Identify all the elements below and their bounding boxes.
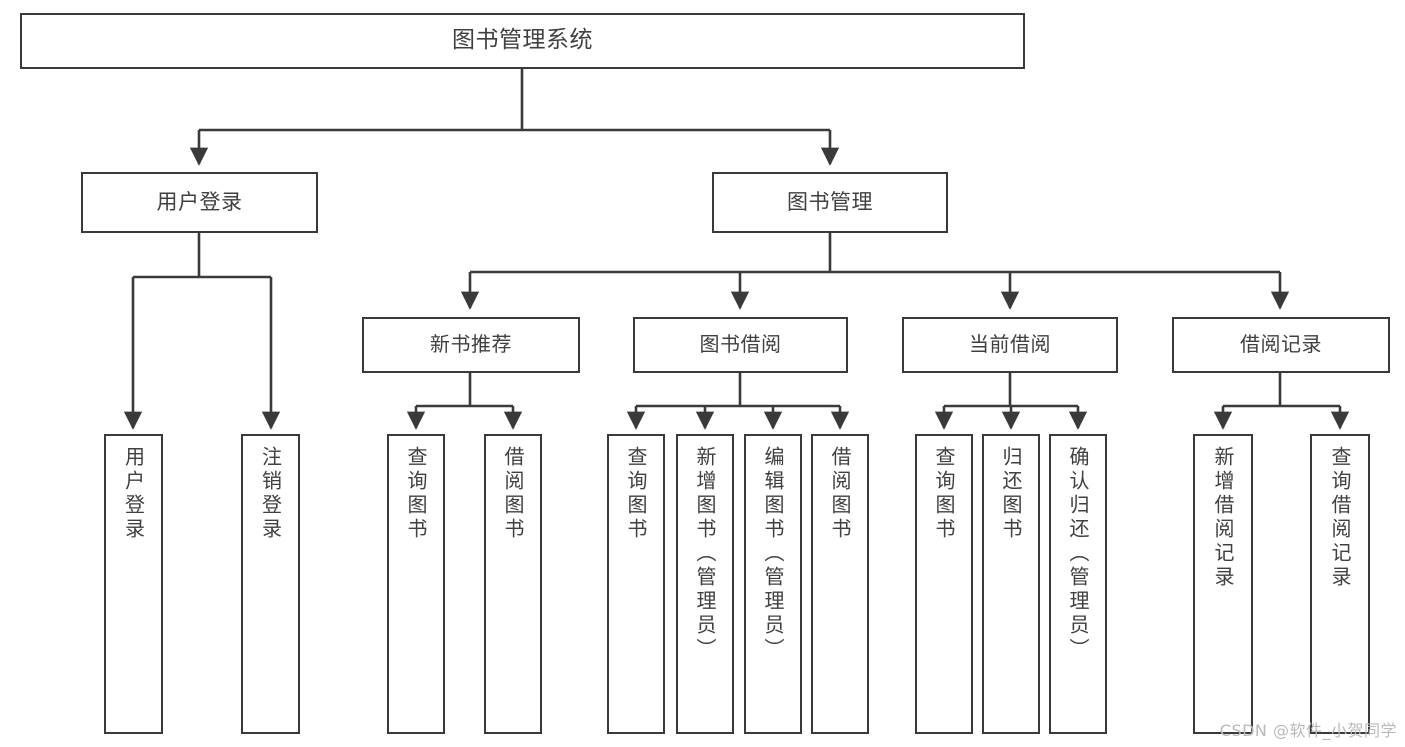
node-book-borrow[interactable]: 图书借阅 <box>633 317 848 373</box>
node-label: 归还图书 <box>999 446 1023 542</box>
leaf-confirm-return-admin[interactable]: 确认归还（管理员） <box>1049 434 1107 734</box>
node-label: 注销登录 <box>258 446 283 542</box>
leaf-return-book[interactable]: 归还图书 <box>982 434 1040 734</box>
node-label: 用户登录 <box>156 190 243 215</box>
csdn-watermark: CSDN @软件_小贺同学 <box>1219 721 1397 740</box>
node-label: 借阅图书 <box>828 446 852 542</box>
node-label: 图书管理系统 <box>452 27 593 54</box>
node-current-borrow[interactable]: 当前借阅 <box>902 317 1118 373</box>
node-root-system[interactable]: 图书管理系统 <box>20 13 1025 69</box>
node-book-manage[interactable]: 图书管理 <box>712 172 948 233</box>
node-label: 确认归还（管理员） <box>1066 446 1090 662</box>
node-label: 编辑图书（管理员） <box>761 446 785 662</box>
node-label: 新书推荐 <box>430 332 512 357</box>
leaf-borrow-book-recommend[interactable]: 借阅图书 <box>484 434 542 734</box>
node-label: 新增图书（管理员） <box>693 446 717 662</box>
leaf-query-book-current[interactable]: 查询图书 <box>915 434 973 734</box>
node-label: 查询图书 <box>932 446 956 542</box>
node-user-login[interactable]: 用户登录 <box>81 172 318 233</box>
node-label: 图书借阅 <box>699 332 782 357</box>
node-label: 查询图书 <box>624 446 648 542</box>
node-label: 查询图书 <box>404 446 428 542</box>
node-label: 查询借阅记录 <box>1328 446 1352 590</box>
node-label: 图书管理 <box>787 190 873 215</box>
leaf-add-book-admin[interactable]: 新增图书（管理员） <box>676 434 734 734</box>
leaf-query-book-borrow[interactable]: 查询图书 <box>607 434 665 734</box>
node-label: 借阅图书 <box>501 446 525 542</box>
leaf-logout[interactable]: 注销登录 <box>241 434 300 734</box>
leaf-add-borrow-record[interactable]: 新增借阅记录 <box>1193 434 1253 734</box>
leaf-query-book-recommend[interactable]: 查询图书 <box>387 434 445 734</box>
leaf-query-borrow-record[interactable]: 查询借阅记录 <box>1310 434 1370 734</box>
node-label: 新增借阅记录 <box>1211 446 1235 590</box>
node-label: 当前借阅 <box>969 332 1051 357</box>
leaf-borrow-book-borrow[interactable]: 借阅图书 <box>811 434 869 734</box>
node-new-book-recommend[interactable]: 新书推荐 <box>362 317 580 373</box>
leaf-edit-book-admin[interactable]: 编辑图书（管理员） <box>744 434 802 734</box>
node-label: 借阅记录 <box>1240 332 1322 357</box>
node-label: 用户登录 <box>121 446 146 542</box>
node-borrow-record[interactable]: 借阅记录 <box>1172 317 1390 373</box>
leaf-user-login[interactable]: 用户登录 <box>104 434 163 734</box>
